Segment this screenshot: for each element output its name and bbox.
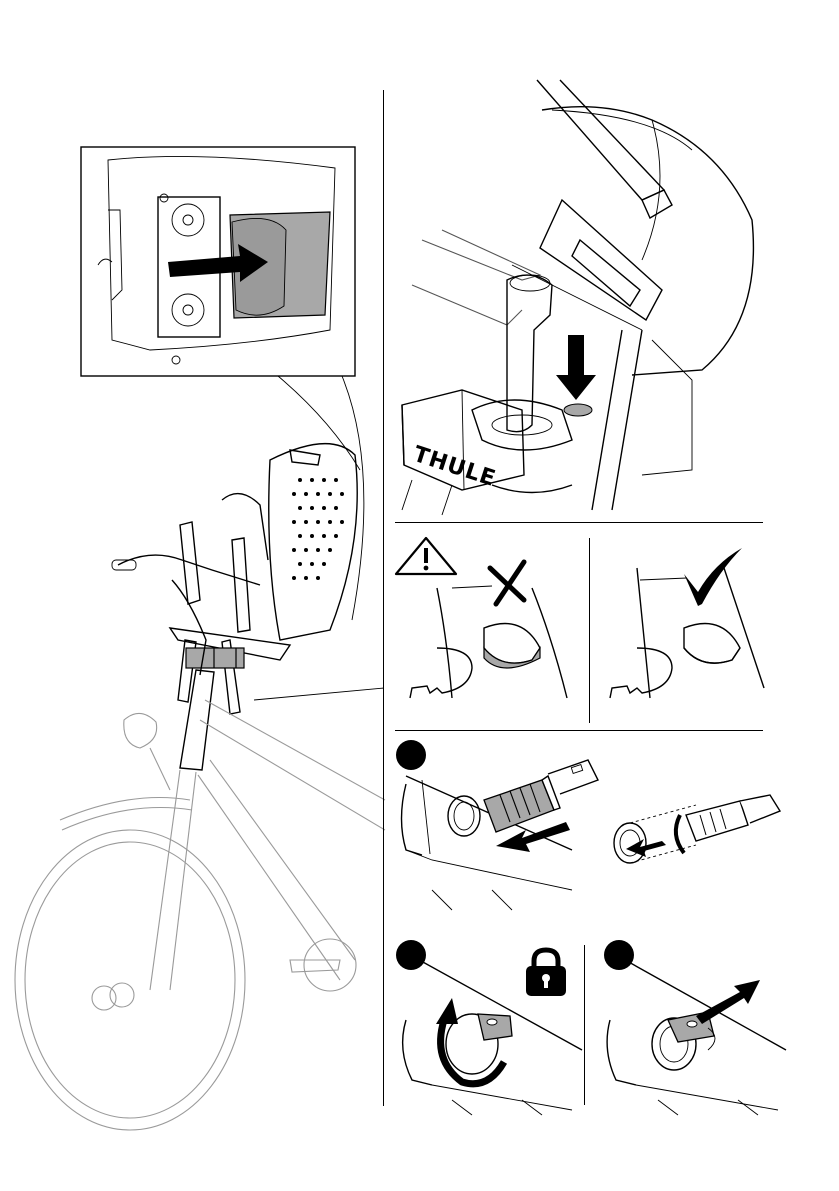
correct-position-panel [592, 528, 767, 718]
cross-mark-icon [490, 562, 524, 604]
left-illustration [0, 0, 385, 1191]
column-divider [383, 90, 384, 1106]
warning-triangle-icon [396, 538, 456, 574]
bike-with-seat-illustration [0, 0, 385, 1191]
step-divider [584, 945, 585, 1105]
wrong-position-panel [392, 528, 590, 718]
thule-logo: THULE [410, 442, 499, 492]
section-divider-1 [395, 522, 763, 523]
turn-key-illustration [392, 940, 584, 1115]
section-divider-2 [395, 730, 763, 731]
mount-insertion-illustration: THULE [392, 80, 772, 520]
comparison-divider [589, 538, 590, 723]
lock-cylinder-insert-illustration [392, 740, 592, 910]
seat-perforation [292, 478, 344, 580]
lock-cylinder-detail-illustration [600, 775, 785, 875]
remove-key-illustration [598, 940, 788, 1115]
